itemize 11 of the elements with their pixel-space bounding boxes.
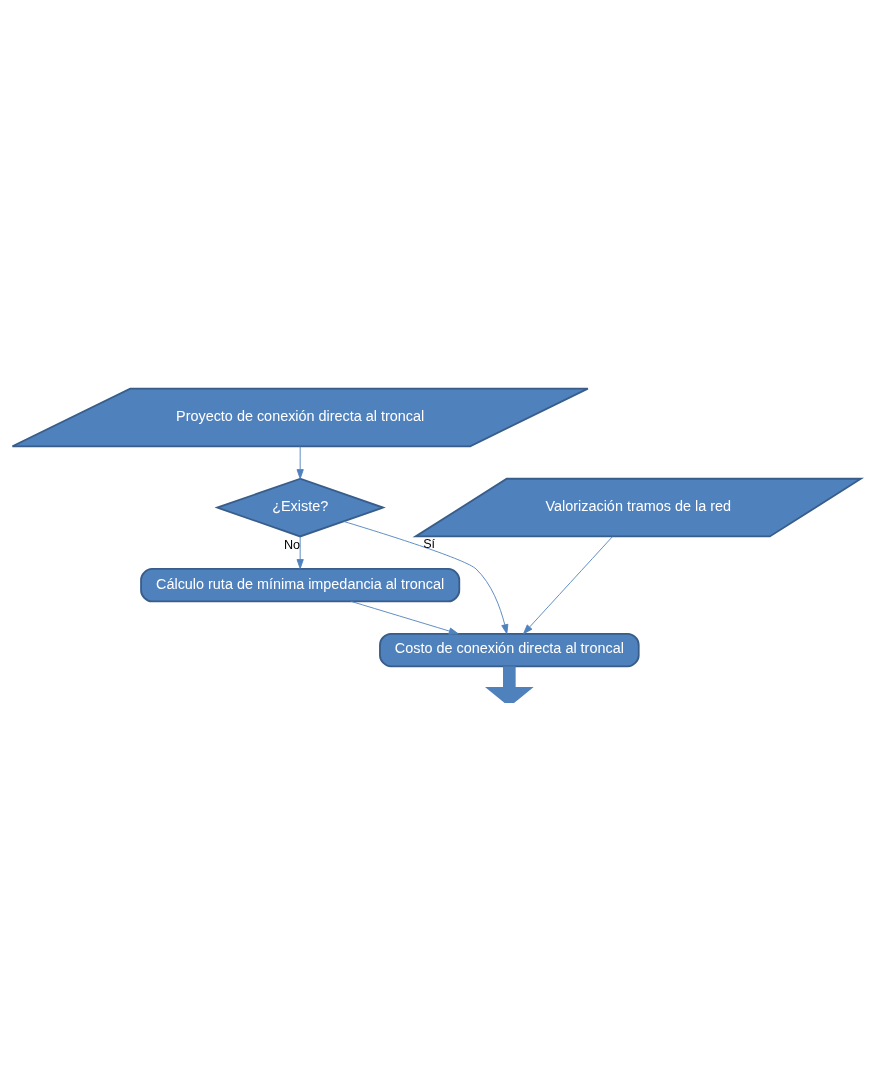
arrow [343, 520, 509, 634]
arrow [485, 665, 534, 703]
edge-label: No [283, 537, 301, 552]
arrow [350, 600, 459, 635]
node-diamond: ¿Existe? [214, 477, 386, 537]
arrow [523, 535, 613, 634]
arrow [296, 535, 304, 569]
arrow [296, 445, 304, 479]
node-box: Cálculo ruta de mínima impedancia al troncal [140, 567, 461, 602]
edge-label: Sí [423, 536, 436, 550]
node-box: Costo de conexión directa al troncal [379, 632, 640, 667]
